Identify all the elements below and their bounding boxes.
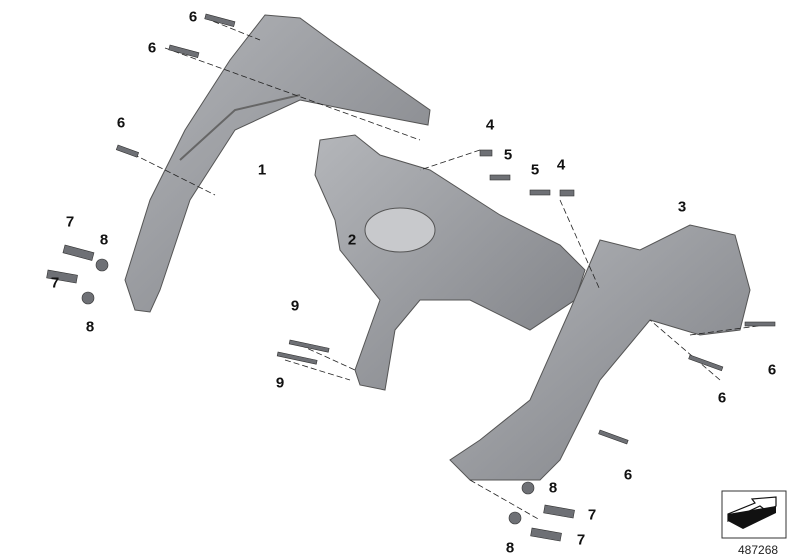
callout-8: 8 xyxy=(85,318,95,336)
callout-7: 7 xyxy=(576,531,586,549)
callout-2: 2 xyxy=(347,231,357,249)
callout-7: 7 xyxy=(65,213,75,231)
callout-6: 6 xyxy=(147,39,157,57)
fasteners xyxy=(46,13,776,542)
callout-5: 5 xyxy=(503,146,513,164)
callout-9: 9 xyxy=(275,374,285,392)
reference-number: 487268 xyxy=(738,543,779,557)
callout-8: 8 xyxy=(99,231,109,249)
callout-6: 6 xyxy=(116,114,126,132)
callout-8: 8 xyxy=(548,479,558,497)
callout-6: 6 xyxy=(767,361,777,379)
callout-7: 7 xyxy=(50,274,60,292)
callout-5: 5 xyxy=(530,161,540,179)
part-2-center-carrier xyxy=(314,134,586,391)
direction-arrow-icon xyxy=(721,490,787,539)
callout-8: 8 xyxy=(505,539,515,557)
callout-9: 9 xyxy=(290,297,300,315)
part-3-right-bracket xyxy=(449,224,751,481)
callout-6: 6 xyxy=(717,389,727,407)
callout-4: 4 xyxy=(556,156,566,174)
callout-7: 7 xyxy=(587,506,597,524)
leader-lines xyxy=(124,17,766,521)
callout-4: 4 xyxy=(485,116,495,134)
callout-6: 6 xyxy=(623,466,633,484)
callout-3: 3 xyxy=(677,198,687,216)
callout-1: 1 xyxy=(257,161,267,179)
part-1-left-bracket xyxy=(124,14,431,313)
callout-6: 6 xyxy=(188,8,198,26)
